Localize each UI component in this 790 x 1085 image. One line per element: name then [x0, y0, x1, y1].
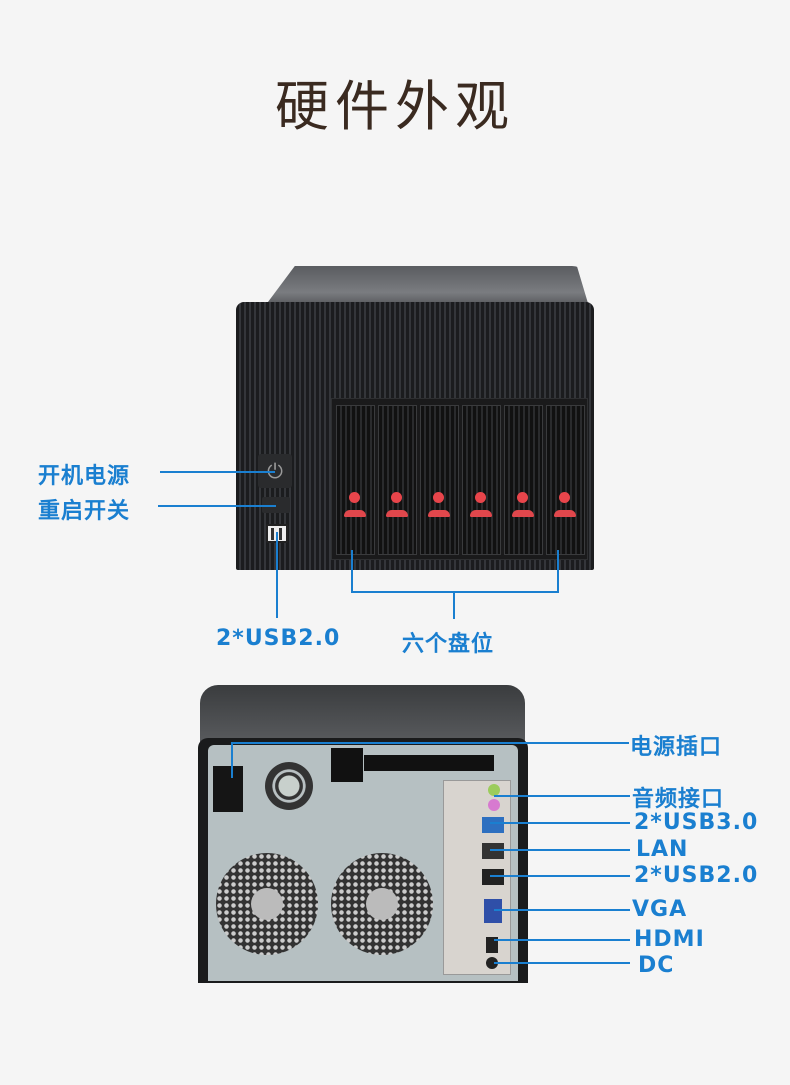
vga-port-icon: [484, 899, 502, 923]
lever-icon: [470, 510, 492, 517]
leader-line: [494, 962, 630, 964]
leader-line: [490, 875, 630, 877]
drive-bay-area: [331, 398, 588, 560]
label-vga: VGA: [632, 897, 688, 922]
leader-line: [351, 550, 353, 593]
leader-line: [231, 742, 629, 744]
leader-line: [231, 742, 233, 778]
audio-jack-pink-icon: [488, 799, 500, 811]
psu-fan-icon: [265, 762, 313, 810]
label-lan: LAN: [636, 837, 689, 862]
lever-icon: [386, 510, 408, 517]
drive-bay-2: [378, 405, 417, 555]
release-button-icon: [517, 492, 528, 503]
label-usb3: 2*USB3.0: [634, 810, 759, 835]
drive-bay-5: [504, 405, 543, 555]
leader-line: [276, 532, 278, 618]
leader-line: [490, 822, 630, 824]
rear-chassis-top: [200, 685, 525, 745]
release-button-icon: [349, 492, 360, 503]
reset-button-shape: [262, 497, 290, 513]
leader-line: [490, 849, 630, 851]
lever-icon: [344, 510, 366, 517]
label-usb2: 2*USB2.0: [634, 863, 759, 888]
audio-jack-green-icon: [488, 784, 500, 796]
leader-line: [158, 505, 276, 507]
leader-line: [453, 591, 455, 619]
release-button-icon: [559, 492, 570, 503]
label-dc: DC: [638, 953, 675, 978]
bracket-line: [351, 591, 559, 593]
drive-bay-4: [462, 405, 501, 555]
label-audio: 音频接口: [632, 787, 725, 812]
lever-icon: [428, 510, 450, 517]
hdmi-port-icon: [486, 937, 498, 953]
label-hdmi: HDMI: [634, 927, 705, 952]
label-power-socket: 电源插口: [630, 735, 723, 760]
expansion-slot: [364, 755, 494, 771]
leader-line: [494, 939, 630, 941]
usb2-port-icon: [482, 869, 504, 885]
bracket-shape: [331, 748, 363, 782]
drive-bay-3: [420, 405, 459, 555]
release-button-icon: [475, 492, 486, 503]
label-power: 开机电源: [38, 464, 131, 489]
fan-hub: [251, 888, 283, 920]
lan-port-icon: [482, 843, 504, 859]
leader-line: [494, 795, 630, 797]
fan-grille-icon: [216, 853, 318, 955]
release-button-icon: [433, 492, 444, 503]
label-usb-front: 2*USB2.0: [216, 626, 341, 651]
leader-line: [160, 471, 275, 473]
leader-line: [557, 550, 559, 593]
dc-jack-icon: [486, 957, 498, 969]
page-title: 硬件外观: [275, 75, 515, 138]
drive-bay-6: [546, 405, 585, 555]
lever-icon: [554, 510, 576, 517]
power-socket-icon: [213, 766, 243, 812]
lever-icon: [512, 510, 534, 517]
usb3-port-icon: [482, 817, 504, 833]
label-reset: 重启开关: [38, 499, 131, 524]
io-shield: [443, 780, 511, 975]
drive-bay-1: [336, 405, 375, 555]
leader-line: [494, 909, 630, 911]
fan-hub: [366, 888, 398, 920]
release-button-icon: [391, 492, 402, 503]
label-bays: 六个盘位: [402, 632, 495, 657]
fan-grille-icon: [331, 853, 433, 955]
